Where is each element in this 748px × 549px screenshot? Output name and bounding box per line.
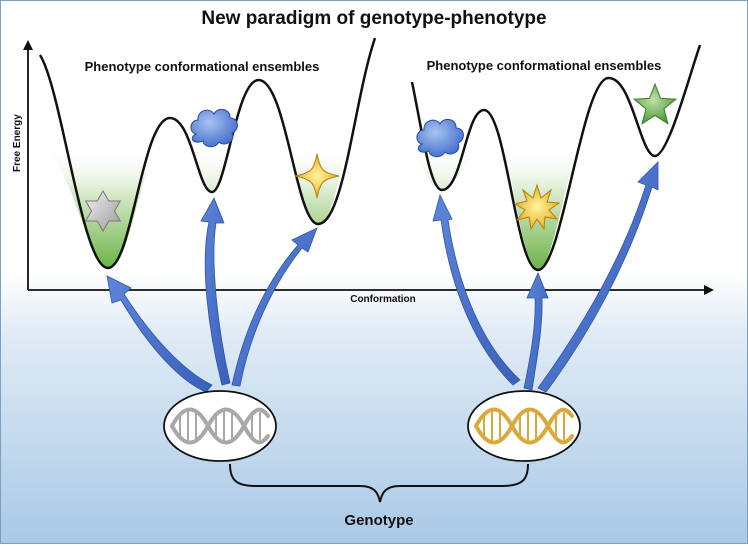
right-genotype: [467, 390, 581, 462]
right-panel-label: Phenotype conformational ensembles: [427, 58, 662, 73]
arrow-right-to-well-1: [432, 193, 521, 386]
y-axis-label: Free Energy: [12, 114, 23, 172]
left-energy-landscape: Phenotype conformational ensembles: [38, 37, 377, 270]
four-point-star-icon: [294, 153, 340, 199]
arrow-left-to-well-1: [106, 275, 213, 393]
left-panel-label: Phenotype conformational ensembles: [85, 59, 320, 74]
left-genotype: [163, 390, 277, 462]
left-well-shading: [44, 148, 345, 269]
genotype-brace: [229, 463, 529, 503]
arrow-right-to-well-2: [523, 271, 549, 391]
arrow-right-to-well-3: [537, 161, 659, 393]
starburst-icon: [513, 183, 561, 231]
genotype-label: Genotype: [344, 512, 413, 529]
cloud-icon: [416, 118, 464, 158]
diagram-title: New paradigm of genotype-phenotype: [201, 8, 546, 29]
arrow-left-to-well-3: [231, 227, 318, 387]
cloud-icon: [190, 108, 238, 148]
dna-helix-icon: [170, 407, 270, 445]
genotype-arrows: [106, 161, 659, 393]
dna-helix-icon: [474, 407, 574, 445]
left-energy-curve: [38, 37, 377, 270]
five-point-star-icon: [632, 82, 678, 125]
x-axis-label: Conformation: [350, 294, 416, 305]
right-energy-landscape: Phenotype conformational ensembles: [410, 44, 702, 272]
right-energy-curve: [410, 44, 702, 272]
arrow-left-to-well-2: [200, 197, 231, 386]
hexagram-star-icon: [84, 190, 122, 232]
